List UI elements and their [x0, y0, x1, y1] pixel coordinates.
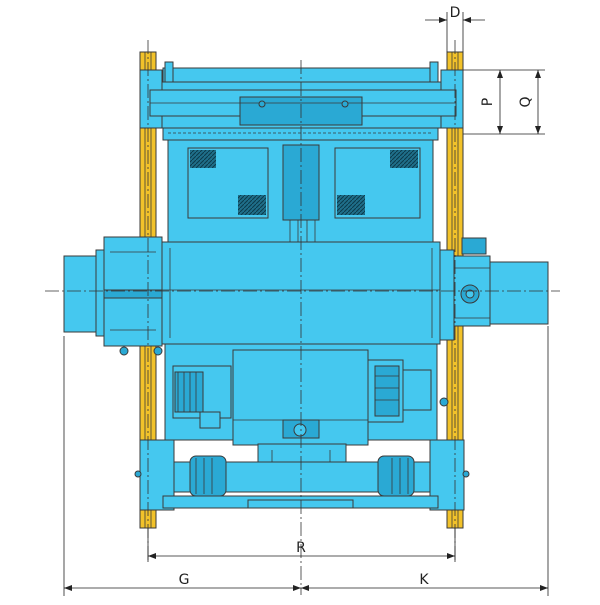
top-end-carriage [139, 61, 464, 129]
dimension-p: P [463, 69, 545, 135]
lower-right-motor [367, 359, 449, 423]
dimension-r-label: R [296, 540, 306, 556]
dimension-q: Q [518, 70, 541, 134]
dimension-k: K [301, 326, 549, 596]
dimension-k-label: K [419, 572, 429, 588]
bottom-end-carriage [134, 439, 470, 511]
dimension-g: G [63, 336, 301, 596]
dimension-r: R [147, 528, 456, 562]
vent-grille-top-right [390, 150, 418, 168]
dimension-d: D [425, 5, 485, 52]
vent-grille-bottom-left [238, 195, 266, 215]
left-gearbox [63, 236, 163, 356]
dimension-p-label: P [480, 98, 496, 106]
right-motor [439, 237, 549, 341]
vent-grille-top-left [190, 150, 216, 168]
vent-grille-bottom-right [337, 195, 365, 215]
main-frame [162, 127, 439, 260]
dimension-g-label: G [179, 572, 190, 588]
dimension-q-label: Q [518, 96, 534, 107]
center-lines [45, 40, 560, 595]
lower-left-motor [172, 365, 232, 429]
dimension-d-label: D [450, 5, 461, 21]
